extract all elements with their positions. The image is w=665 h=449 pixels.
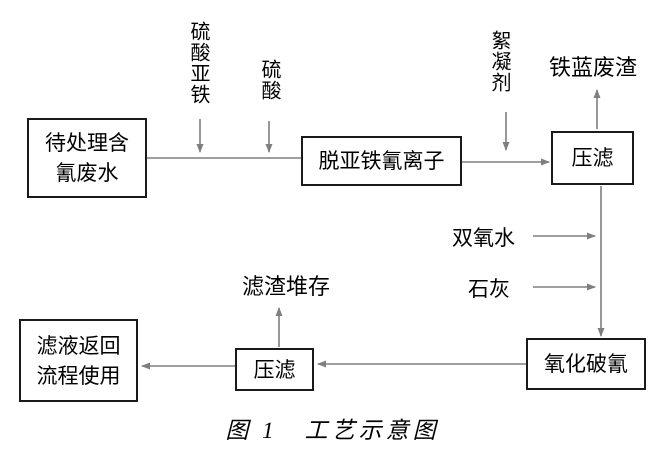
box-press-filter-top-label: 压滤 — [571, 146, 614, 170]
label-iron-blue-residue: 铁蓝废渣 — [549, 55, 638, 80]
label-sulfuric-acid: 硫酸 — [258, 59, 280, 101]
box-oxidation: 氧化破氰 — [526, 338, 646, 390]
box-press-filter-top: 压滤 — [551, 131, 634, 185]
box-filtrate-return-line2: 流程使用 — [36, 363, 121, 388]
box-filtrate-return: 滤液返回 流程使用 — [19, 319, 138, 402]
box-remove-ferrocyanide: 脱亚铁氰离子 — [301, 136, 462, 186]
box-remove-ferrocyanide-label: 脱亚铁氰离子 — [318, 149, 445, 173]
box-wastewater: 待处理含 氰废水 — [27, 118, 147, 198]
box-wastewater-line1: 待处理含 — [45, 131, 129, 155]
box-press-filter-bottom: 压滤 — [235, 348, 314, 391]
box-press-filter-bottom-label: 压滤 — [253, 357, 296, 382]
box-filtrate-return-line1: 滤液返回 — [36, 333, 121, 358]
label-hydrogen-peroxide: 双氧水 — [452, 226, 515, 250]
label-lime: 石灰 — [468, 277, 510, 301]
box-wastewater-line2: 氰废水 — [55, 161, 119, 185]
label-ferrous-sulfate: 硫酸亚铁 — [187, 21, 209, 105]
label-flocculant: 絮凝剂 — [488, 30, 510, 93]
box-oxidation-label: 氧化破氰 — [544, 352, 628, 376]
figure-caption: 图 1 工艺示意图 — [225, 418, 440, 443]
label-residue-stockpile: 滤渣堆存 — [242, 274, 331, 299]
